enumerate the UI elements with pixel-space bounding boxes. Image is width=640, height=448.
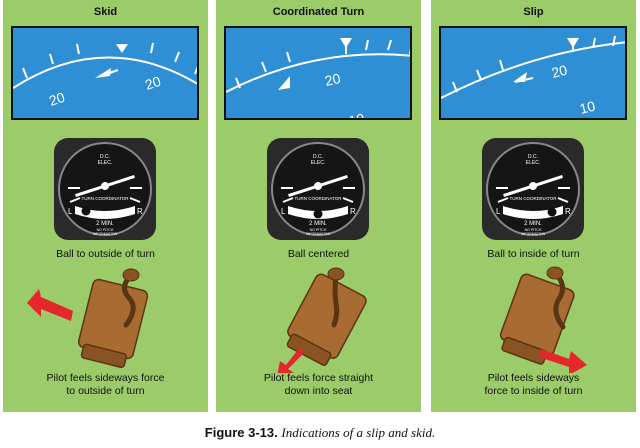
gauge-dc: D.C.	[528, 154, 538, 160]
ball-caption: Ball centered	[287, 248, 350, 260]
ai-number: 20	[47, 89, 67, 109]
gauge-dc: D.C.	[313, 154, 323, 160]
ball-caption: Ball to outside of turn	[56, 248, 155, 260]
gauge-right: R	[350, 207, 356, 216]
gauge-label: TURN COORDINATOR	[81, 196, 129, 201]
seat-illustration	[13, 265, 203, 373]
figure-label: Figure 3-13.	[204, 425, 278, 440]
gauge-right: R	[137, 207, 143, 216]
gauge-note1: NO PITCH	[97, 228, 114, 232]
panel-title: Coordinated Turn	[272, 6, 365, 18]
force-caption: Pilot feels sideways force to outside of…	[3, 372, 208, 398]
gauge-note1: NO PITCH	[310, 228, 327, 232]
gauge-min: 2 MIN.	[524, 221, 542, 227]
seat-illustration	[226, 265, 416, 381]
figure-text: Indications of a slip and skid.	[281, 425, 436, 440]
gauge-elec: ELEC.	[311, 160, 325, 166]
ai-number: 20	[143, 73, 163, 93]
force-caption-line2: to outside of turn	[66, 385, 145, 397]
gauge-left: L	[496, 207, 501, 216]
force-arrow	[276, 347, 304, 381]
gauge-note1: NO PITCH	[525, 228, 542, 232]
attitude-indicator: 20 20	[11, 26, 199, 120]
gauge-right: R	[565, 207, 571, 216]
gauge-label: TURN COORDINATOR	[509, 196, 557, 201]
gauge-min: 2 MIN.	[96, 221, 114, 227]
force-arrow	[27, 289, 73, 321]
attitude-indicator: 20 10	[439, 26, 627, 120]
ai-number: 20	[323, 70, 342, 89]
gauge-note2: INFORMATION	[93, 232, 118, 236]
ball-caption: Ball to inside of turn	[487, 248, 580, 260]
panel-title: Slip	[523, 6, 544, 18]
gauge-note2: INFORMATION	[521, 232, 546, 236]
gauge-elec: ELEC.	[98, 160, 112, 166]
gauge-dc: D.C.	[100, 154, 110, 160]
ai-number: 20	[550, 62, 569, 81]
force-caption-line1: Pilot feels force straight	[263, 372, 374, 384]
force-caption-line1: Pilot feels sideways	[487, 372, 580, 384]
force-arrow	[539, 349, 587, 375]
gauge-label: TURN COORDINATOR	[294, 196, 342, 201]
ai-number: 10	[578, 98, 597, 117]
force-caption-line2: force to inside of turn	[484, 385, 583, 397]
force-caption: Pilot feels force straight down into sea…	[216, 372, 421, 398]
panel-title: Skid	[93, 6, 118, 18]
seat-illustration	[441, 265, 631, 375]
ai-number: 10	[347, 110, 366, 120]
gauge-min: 2 MIN.	[309, 221, 327, 227]
attitude-indicator: 20 10	[224, 26, 412, 120]
gauge-note2: INFORMATION	[306, 232, 331, 236]
panel-slip: Slip 20 10 D.C. ELEC.	[431, 0, 636, 412]
panel-coordinated-turn: Coordinated Turn 20 10 D.C. ELEC.	[216, 0, 421, 412]
gauge-left: L	[68, 207, 73, 216]
gauge-elec: ELEC.	[526, 160, 540, 166]
figure-caption: Figure 3-13. Indications of a slip and s…	[0, 425, 640, 441]
force-caption-line1: Pilot feels sideways force	[46, 372, 165, 384]
turn-coordinator-gauge: D.C. ELEC. TURN COORDINATOR L R 2 MIN. N…	[263, 134, 373, 244]
force-caption: Pilot feels sideways force to inside of …	[431, 372, 636, 398]
turn-coordinator-gauge: D.C. ELEC. TURN COORDINATOR L R 2 MIN. N…	[478, 134, 588, 244]
turn-coordinator-gauge: D.C. ELEC. TURN COORDINATOR L R 2 MIN. N…	[50, 134, 160, 244]
gauge-left: L	[281, 207, 286, 216]
panel-skid: Skid 20 20 D.C. ELEC.	[3, 0, 208, 412]
force-caption-line2: down into seat	[284, 385, 353, 397]
